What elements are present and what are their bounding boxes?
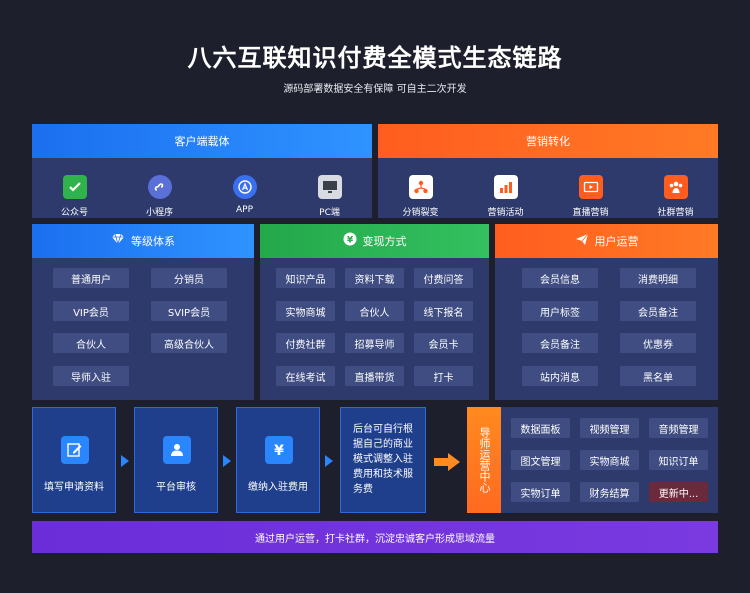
community-icon bbox=[663, 175, 688, 199]
arrow-right-icon bbox=[223, 455, 231, 467]
media-item-app: APP bbox=[210, 175, 280, 218]
level-tag: 普通用户 bbox=[53, 268, 129, 288]
arrow-right-icon bbox=[121, 455, 129, 467]
media-panel-header: 客户端载体 bbox=[32, 124, 372, 158]
step-label: 填写申请资料 bbox=[44, 482, 104, 493]
center-tag: 音频管理 bbox=[649, 418, 708, 438]
step-label: 平台审核 bbox=[156, 482, 196, 493]
center-tag: 实物订单 bbox=[511, 482, 570, 502]
level-tag: 分销员 bbox=[151, 268, 227, 288]
mini-program-icon bbox=[147, 175, 172, 199]
levels-panel-header: 等级体系 bbox=[32, 224, 254, 258]
live-icon bbox=[578, 175, 603, 199]
ops-tag: 用户标签 bbox=[522, 301, 598, 321]
monetize-tag: 会员卡 bbox=[414, 333, 473, 353]
level-tag: 高级合伙人 bbox=[151, 333, 227, 353]
center-tag: 实物商城 bbox=[580, 450, 639, 470]
monetize-tag: 打卡 bbox=[414, 366, 473, 386]
marketing-item-label: 营销活动 bbox=[487, 208, 524, 218]
media-panel: 客户端载体 公众号 小程序 APP PC端 bbox=[32, 124, 372, 218]
marketing-panel: 营销转化 分销裂变 营销活动 直播营销 社群营销 bbox=[378, 124, 718, 218]
level-tag: SVIP会员 bbox=[151, 301, 227, 321]
media-item-label: APP bbox=[235, 205, 253, 215]
center-tag-updating: 更新中... bbox=[649, 482, 708, 502]
marketing-item-label: 社群营销 bbox=[657, 208, 694, 218]
monetize-tag: 招募导师 bbox=[345, 333, 404, 353]
media-item-label: 小程序 bbox=[145, 208, 173, 218]
monetize-panel-header: ¥ 变现方式 bbox=[260, 224, 489, 258]
marketing-item-live: 直播营销 bbox=[556, 175, 626, 218]
page-subtitle: 源码部署数据安全有保障 可自主二次开发 bbox=[283, 84, 467, 95]
step-pay: ¥ 缴纳入驻费用 bbox=[236, 407, 320, 513]
levels-panel-title: 等级体系 bbox=[131, 235, 175, 248]
ops-tag: 会员备注 bbox=[522, 333, 598, 353]
marketing-item-activity: 营销活动 bbox=[471, 175, 541, 218]
marketing-item-community: 社群营销 bbox=[641, 175, 711, 218]
arrow-right-icon bbox=[325, 455, 333, 467]
marketing-item-label: 分销裂变 bbox=[402, 208, 439, 218]
edit-form-icon bbox=[61, 436, 89, 464]
center-tag: 视频管理 bbox=[580, 418, 639, 438]
center-tag: 知识订单 bbox=[649, 450, 708, 470]
mentor-center-label: 导师运营中心 bbox=[467, 407, 501, 513]
center-tag: 数据面板 bbox=[511, 418, 570, 438]
chart-icon bbox=[493, 175, 518, 199]
monetize-tag: 合伙人 bbox=[345, 301, 404, 321]
step-label: 缴纳入驻费用 bbox=[248, 482, 308, 493]
media-item-pc: PC端 bbox=[295, 175, 365, 218]
ops-panel-title: 用户运营 bbox=[594, 235, 639, 248]
ops-tag: 黑名单 bbox=[620, 366, 696, 386]
marketing-panel-header: 营销转化 bbox=[378, 124, 718, 158]
monetize-tag: 资料下载 bbox=[345, 268, 404, 288]
media-item-wechat: 公众号 bbox=[40, 175, 110, 218]
level-tag: 导师入驻 bbox=[53, 366, 129, 386]
step-apply: 填写申请资料 bbox=[32, 407, 116, 513]
media-item-label: PC端 bbox=[319, 208, 340, 218]
monetize-tag: 付费社群 bbox=[276, 333, 335, 353]
app-icon bbox=[232, 175, 257, 199]
marketing-item-distribution: 分销裂变 bbox=[386, 175, 456, 218]
media-item-mini-program: 小程序 bbox=[125, 175, 195, 218]
ops-tag: 消费明细 bbox=[620, 268, 696, 288]
svg-text:¥: ¥ bbox=[274, 443, 284, 459]
fee-note-text: 后台可自行根据自己的商业模式调整入驻费用和技术服务费 bbox=[353, 424, 413, 495]
monetize-tag: 知识产品 bbox=[276, 268, 335, 288]
fee-note-box: 后台可自行根据自己的商业模式调整入驻费用和技术服务费 bbox=[340, 407, 426, 513]
yen-icon: ¥ bbox=[265, 436, 293, 464]
svg-text:¥: ¥ bbox=[346, 236, 353, 246]
footer-bar: 通过用户运营，打卡社群，沉淀忠诚客户形成思域流量 bbox=[32, 521, 718, 553]
monetize-tag: 在线考试 bbox=[276, 366, 335, 386]
page-title: 八六互联知识付费全模式生态链路 bbox=[187, 44, 563, 72]
big-arrow-icon bbox=[434, 453, 460, 471]
ops-tag: 会员信息 bbox=[522, 268, 598, 288]
level-tag: 合伙人 bbox=[53, 333, 129, 353]
distribution-icon bbox=[408, 175, 433, 199]
monitor-icon bbox=[317, 175, 342, 199]
diamond-icon bbox=[111, 233, 125, 249]
wechat-icon bbox=[62, 175, 87, 199]
marketing-item-label: 直播营销 bbox=[572, 208, 609, 218]
monetize-tag: 实物商城 bbox=[276, 301, 335, 321]
paper-plane-icon bbox=[575, 233, 589, 250]
monetize-tag: 线下报名 bbox=[414, 301, 473, 321]
center-tag: 财务结算 bbox=[580, 482, 639, 502]
user-card-icon bbox=[163, 436, 191, 464]
yen-coin-icon: ¥ bbox=[343, 232, 357, 250]
media-item-label: 公众号 bbox=[60, 208, 88, 218]
ops-panel-header: 用户运营 bbox=[495, 224, 718, 258]
ops-tag: 站内消息 bbox=[522, 366, 598, 386]
step-review: 平台审核 bbox=[134, 407, 218, 513]
ops-tag: 优惠券 bbox=[620, 333, 696, 353]
ops-tag: 会员备注 bbox=[620, 301, 696, 321]
monetize-panel-title: 变现方式 bbox=[362, 235, 407, 248]
center-tag: 图文管理 bbox=[511, 450, 570, 470]
monetize-tag: 直播带货 bbox=[345, 366, 404, 386]
monetize-tag: 付费问答 bbox=[414, 268, 473, 288]
level-tag: VIP会员 bbox=[53, 301, 129, 321]
